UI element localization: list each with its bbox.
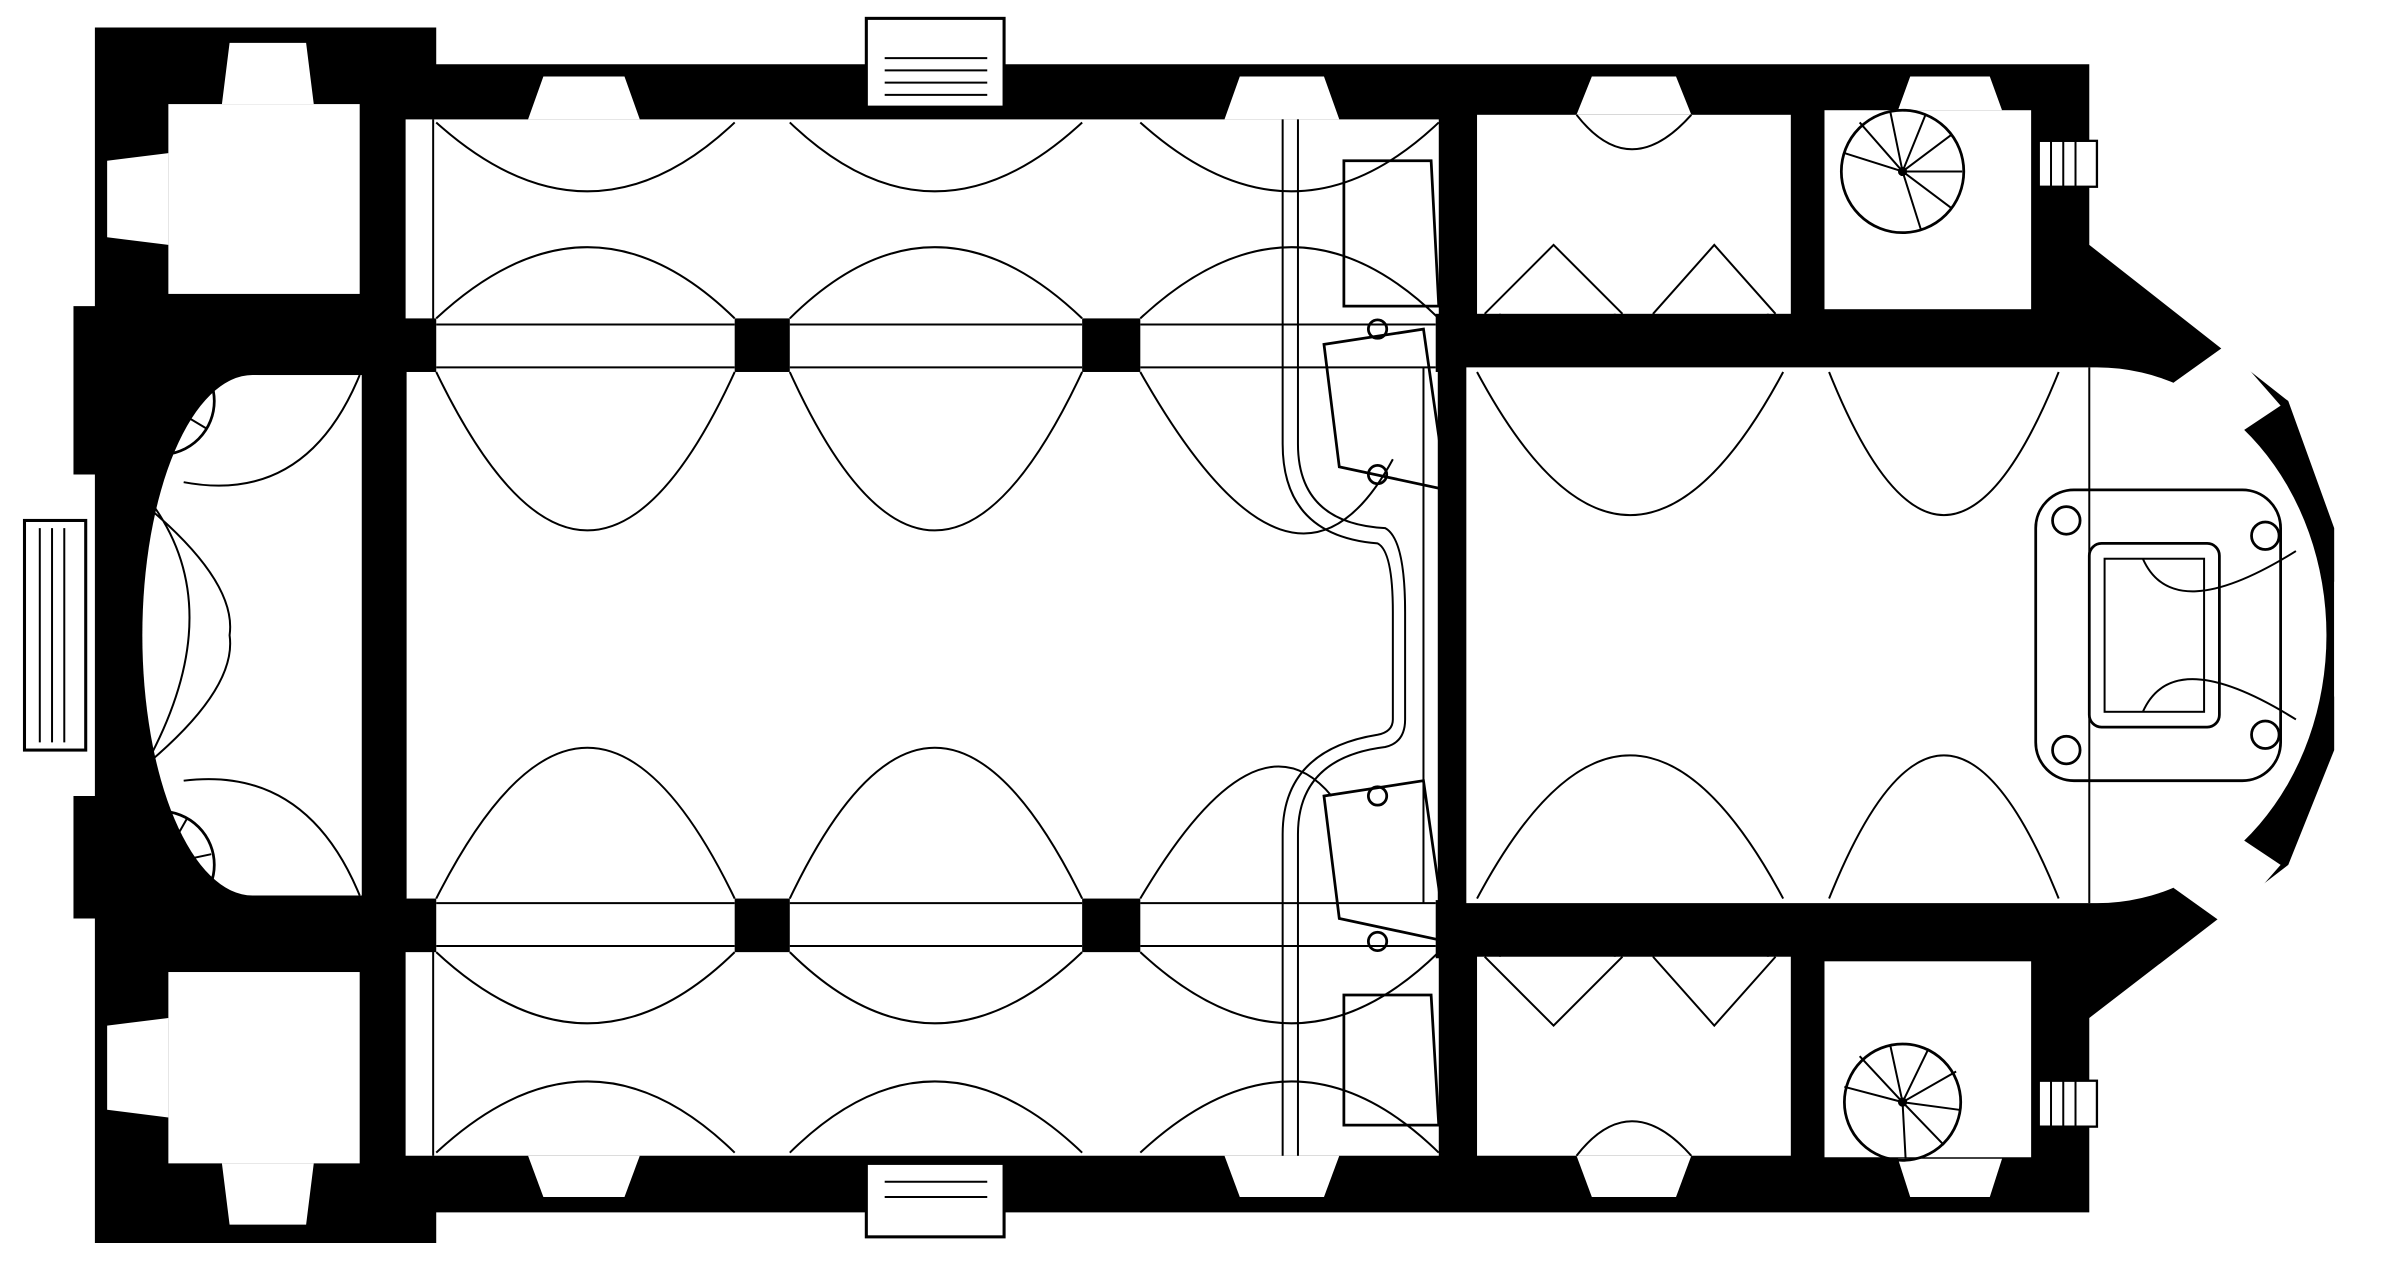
spiral-stairs (105, 108, 1966, 1162)
choir-rail (1281, 119, 1440, 1156)
windows (107, 42, 2365, 1225)
piers (367, 313, 1482, 959)
west-entrance-steps (22, 518, 88, 752)
east-side-steps (2037, 139, 2099, 1128)
nave (405, 119, 1439, 1156)
chancel (1466, 367, 2327, 904)
north-entrance-steps (864, 16, 1006, 109)
pulpits (1322, 159, 1449, 1127)
south-entrance-steps (864, 1161, 1006, 1239)
chancel-vaults (1476, 367, 2091, 904)
vault-lines (435, 121, 1440, 1154)
west-apse (142, 374, 369, 896)
altar (2034, 488, 2297, 783)
side-rooms (168, 104, 2032, 1164)
arcade-lines (404, 119, 1436, 1156)
